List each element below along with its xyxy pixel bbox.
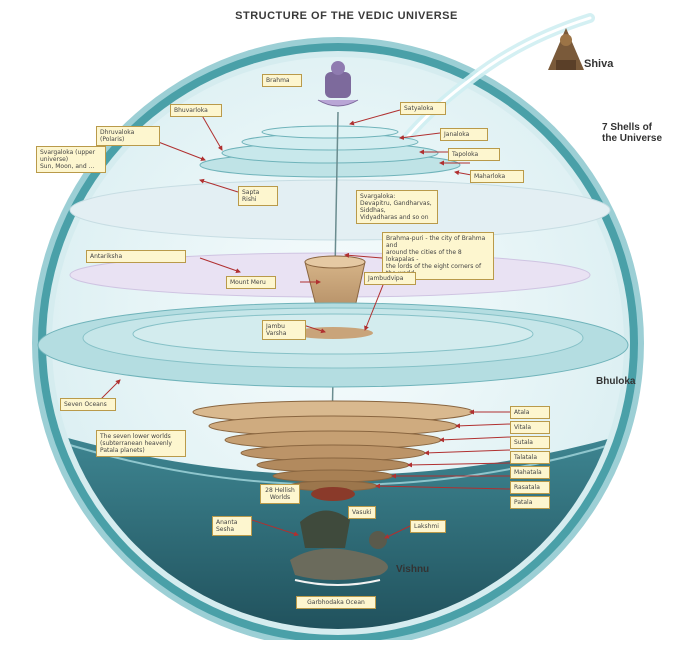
label-ananta-sesha: Ananta Sesha <box>212 516 252 536</box>
label-jambudvipa: Jambudvipa <box>364 272 416 285</box>
lower-world-label: Vitala <box>510 421 550 434</box>
label-dhruvaloka: Dhruvaloka (Polaris) <box>96 126 160 146</box>
label-mount-meru: Mount Meru <box>226 276 276 289</box>
label-vasuki: Vasuki <box>348 506 376 519</box>
label-tapoloka: Tapoloka <box>448 148 500 161</box>
hellish-worlds-shape <box>311 487 355 501</box>
label-lakshmi: Lakshmi <box>410 520 446 533</box>
label-vishnu: Vishnu <box>396 564 430 575</box>
lower-world-label: Talatala <box>510 451 550 464</box>
label-seven-shells: 7 Shells of the Universe <box>602 122 663 144</box>
label-janaloka: Janaloka <box>440 128 488 141</box>
label-satyaloka: Satyaloka <box>400 102 446 115</box>
vishnu-scene <box>290 510 388 586</box>
label-svargaloka: Svargaloka: Devapitru, Gandharvas, Siddh… <box>356 190 438 224</box>
label-seven-oceans: Seven Oceans <box>60 398 116 411</box>
label-bhuloka: Bhuloka <box>596 376 636 387</box>
lower-world-label: Atala <box>510 406 550 419</box>
brahma-figure <box>317 61 359 107</box>
diagram-title: STRUCTURE OF THE VEDIC UNIVERSE <box>235 10 458 22</box>
label-shiva: Shiva <box>584 58 614 70</box>
label-jambu-varsha: Jambu Varsha <box>262 320 306 340</box>
label-antariksha: Antariksha <box>86 250 186 263</box>
label-hellish-worlds: 28 Hellish Worlds <box>260 484 300 504</box>
lower-worlds-list: Atala Vitala Sutala Talatala Mahatala Ra… <box>510 406 550 511</box>
label-bhuvarloka: Bhuvarloka <box>170 104 222 117</box>
label-saptarishi: Sapta Rishi <box>238 186 278 206</box>
label-brahma: Brahma <box>262 74 302 87</box>
lower-world-label: Rasatala <box>510 481 550 494</box>
lower-world-label: Sutala <box>510 436 550 449</box>
label-arrows <box>99 109 511 539</box>
label-garbhodaka-ocean: Garbhodaka Ocean <box>296 596 376 609</box>
lower-worlds-cone <box>192 400 474 492</box>
label-maharloka: Maharloka <box>470 170 524 183</box>
lower-world-label: Mahatala <box>510 466 550 479</box>
upper-lokas <box>199 125 461 178</box>
bhuloka-disc <box>37 302 629 388</box>
lower-world-label: Patala <box>510 496 550 509</box>
label-planets: Svargaloka (upper universe) Sun, Moon, a… <box>36 146 106 173</box>
shiva-figure <box>548 28 584 70</box>
label-lower-worlds: The seven lower worlds (subterranean hea… <box>96 430 186 457</box>
